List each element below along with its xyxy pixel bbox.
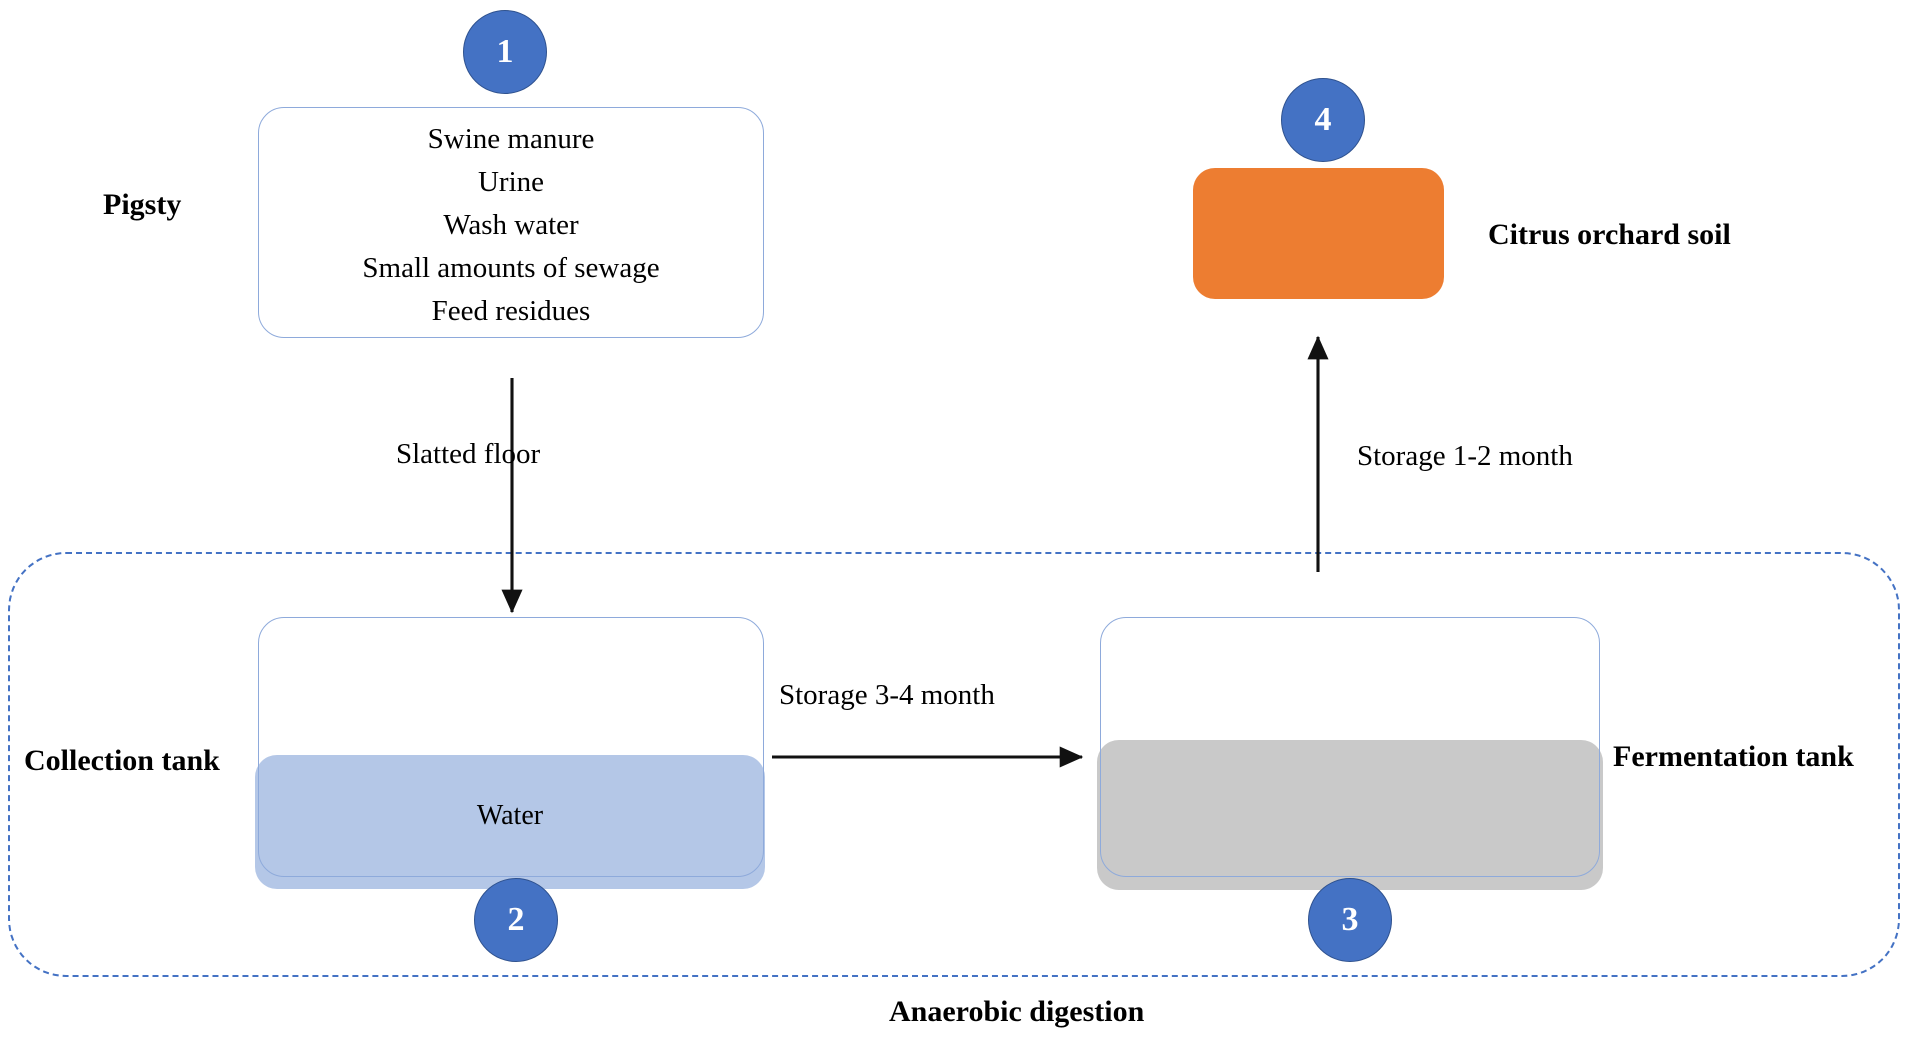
pigsty-box	[258, 107, 764, 338]
storage-3-4-month-label: Storage 3-4 month	[779, 679, 995, 711]
collection-tank-water-label: Water	[476, 800, 544, 831]
fermentation-tank-label: Fermentation tank	[1613, 740, 1854, 773]
fermentation-tank-box	[1100, 617, 1600, 877]
step-circle-1: 1	[463, 10, 547, 94]
fermentation-tank-sludge-fill	[1097, 740, 1603, 890]
collection-tank-box	[258, 617, 764, 877]
step-circle-3: 3	[1308, 878, 1392, 962]
pigsty-content-item: Swine manure	[427, 123, 595, 155]
anaerobic-digestion-boundary	[8, 552, 1900, 977]
citrus-orchard-soil-label: Citrus orchard soil	[1488, 218, 1731, 251]
pigsty-content-item: Wash water	[443, 209, 579, 241]
collection-tank-label: Collection tank	[24, 744, 220, 777]
step-circle-2: 2	[474, 878, 558, 962]
pigsty-content-item: Urine	[477, 166, 545, 198]
citrus-orchard-soil-box	[1193, 168, 1444, 299]
anaerobic-digestion-label: Anaerobic digestion	[889, 995, 1145, 1028]
pigsty-content-item: Small amounts of sewage	[362, 252, 660, 284]
storage-1-2-month-label: Storage 1-2 month	[1357, 440, 1573, 472]
step-circle-4: 4	[1281, 78, 1365, 162]
collection-tank-water-fill	[255, 755, 765, 889]
pigsty-label: Pigsty	[103, 188, 182, 221]
pigsty-content-item: Feed residues	[431, 295, 591, 327]
slatted-floor-label: Slatted floor	[396, 438, 541, 470]
pigsty-contents-list: Swine manure Urine Wash water Small amou…	[258, 118, 764, 333]
